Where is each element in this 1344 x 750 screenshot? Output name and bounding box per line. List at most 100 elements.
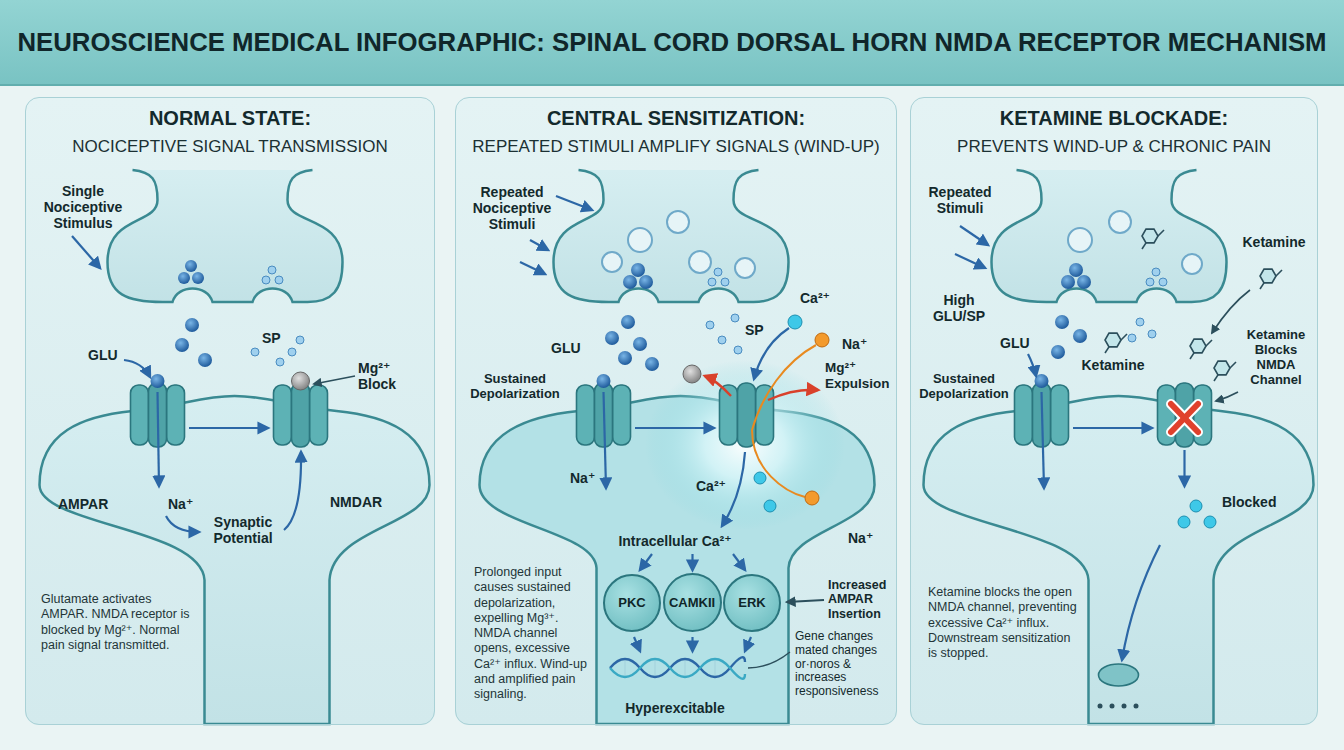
label-box: Na⁺ <box>570 470 600 486</box>
kinase-circle: PKC <box>603 574 661 632</box>
synapse-drawing <box>554 170 789 302</box>
caption-box: Ketamine blocks the open NMDA channel, p… <box>928 585 1080 661</box>
label-box: Sustained Depolarization <box>918 372 1010 402</box>
text-label: NMDAR <box>330 494 392 510</box>
label-box: Intracellular Ca²⁺ <box>600 533 750 549</box>
expulsion-arrow <box>768 390 818 400</box>
text-label: AMPAR <box>58 496 114 512</box>
kinase-circle: ERK <box>723 574 781 632</box>
label-box: Single Nociceptive Stimulus <box>40 183 126 231</box>
flow-arrow <box>691 637 693 651</box>
text-label: Synaptic Potential <box>205 514 281 546</box>
downstream-nucleus <box>1099 664 1139 686</box>
empty-vesicle <box>1068 228 1092 252</box>
expulsion-arrow <box>705 376 731 396</box>
label-box: AMPAR <box>58 496 114 512</box>
text-label: Ketamine Blocks NMDA Channel <box>1240 328 1312 388</box>
text-label: Gene changes mated changes or·noros & in… <box>795 630 893 699</box>
sodium-path <box>752 345 816 497</box>
block-cross <box>1171 404 1198 432</box>
panel-heading: CENTRAL SENSITIZATION: <box>456 107 896 130</box>
text-label: GLU <box>1000 335 1034 351</box>
flow-arrow <box>691 554 693 570</box>
flow-arrow <box>124 360 150 377</box>
block-cross <box>1171 404 1198 432</box>
vesicle <box>1073 329 1087 343</box>
caption-box: Prolonged input causes sustained depolar… <box>474 565 592 702</box>
label-box: GLU <box>1000 335 1034 351</box>
label-box: SP <box>262 330 286 346</box>
label-box: Mg²⁺ Expulsion <box>825 360 893 391</box>
substance-p-dot <box>1146 278 1154 286</box>
substance-p-dot <box>276 358 284 366</box>
text-label: GLU <box>551 340 585 356</box>
substance-p-dot <box>731 314 739 322</box>
vesicle <box>1061 275 1075 289</box>
title-text: NEUROSCIENCE MEDICAL INFOGRAPHIC: SPINAL… <box>17 0 1326 84</box>
label-box: Ca²⁺ <box>696 478 730 494</box>
flow-arrow <box>1042 392 1045 488</box>
flow-arrow <box>634 637 640 651</box>
substance-p-dot <box>262 276 270 284</box>
panel-heading: NORMAL STATE: <box>26 107 434 130</box>
empty-vesicle <box>628 228 652 252</box>
dna-helix <box>714 660 716 676</box>
flow-arrow <box>955 254 985 268</box>
text-label: Na⁺ <box>168 496 202 512</box>
calcium-ion <box>1190 500 1202 512</box>
label-box: Mg²⁺ Block <box>358 360 406 392</box>
panel-ground <box>455 97 897 725</box>
ketamine-molecule <box>1190 339 1212 359</box>
empty-vesicle <box>735 258 755 278</box>
flow-arrow <box>530 240 548 250</box>
vesicle <box>631 263 645 277</box>
dna-helix <box>610 659 745 679</box>
empty-vesicle <box>1109 211 1131 233</box>
label-box: Synaptic Potential <box>205 514 281 546</box>
flow-arrow <box>189 427 268 429</box>
text-label: Mg²⁺ Block <box>358 360 406 392</box>
dna-helix <box>624 660 626 676</box>
calcium-ion <box>754 315 802 512</box>
text-label: Intracellular Ca²⁺ <box>600 533 750 549</box>
vesicle <box>645 357 659 371</box>
synapse-drawing <box>108 170 343 302</box>
vesicle <box>1077 275 1091 289</box>
sodium-ion <box>805 491 819 505</box>
flow-arrow <box>960 226 988 245</box>
substance-p-dot <box>721 278 729 286</box>
synapse-drawing <box>40 170 430 724</box>
substance-p-dot <box>275 276 283 284</box>
expulsion-arrow <box>705 376 818 400</box>
substance-p-dot <box>734 346 742 354</box>
panel-caption: Ketamine blocks the open NMDA channel, p… <box>928 585 1080 661</box>
text-label: Mg²⁺ Expulsion <box>825 360 893 391</box>
flow-arrow <box>745 637 751 651</box>
synapse-drawing <box>924 170 1314 724</box>
label-box: Sustained Depolarization <box>468 372 562 402</box>
substance-p-dot <box>288 348 296 356</box>
caption-box: Glutamate activates AMPAR. NMDA receptor… <box>41 592 199 653</box>
flow-arrow <box>72 236 301 532</box>
empty-vesicle <box>1182 254 1202 274</box>
substance-p-dot <box>1159 278 1167 286</box>
vesicle <box>185 260 197 272</box>
vesicle <box>1055 315 1069 329</box>
substance-p-dot <box>706 321 714 329</box>
panel-ground <box>25 97 1318 725</box>
vesicle <box>621 315 635 329</box>
vesicle <box>175 338 189 352</box>
flow-arrow <box>1073 427 1152 429</box>
panel-heading: KETAMINE BLOCKADE: <box>911 107 1317 130</box>
vesicle <box>597 263 660 388</box>
label-box: Ketamine <box>1238 234 1310 250</box>
label-box: High GLU/SP <box>930 292 988 324</box>
substance-p-dot <box>706 268 742 354</box>
vesicle <box>198 353 212 367</box>
ellipsis-dots <box>1110 704 1115 709</box>
kinase-label: ERK <box>738 595 765 610</box>
leader-arrow <box>1216 392 1238 401</box>
label-box: Ca²⁺ <box>800 290 836 306</box>
label-box: GLU <box>88 347 122 363</box>
synapse-drawing <box>274 383 328 447</box>
